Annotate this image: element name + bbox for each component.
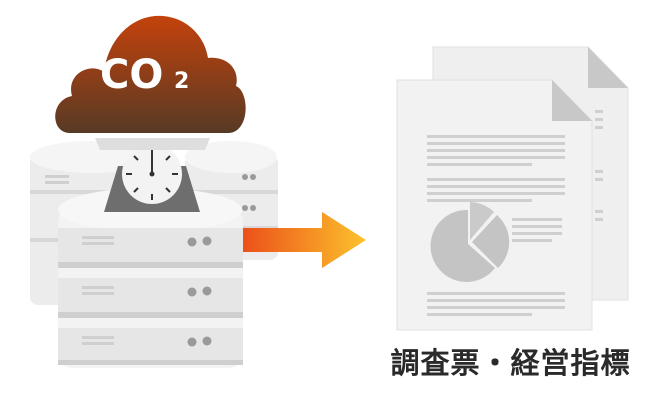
server-stack-front — [58, 188, 243, 368]
caption-survey-management-indicators: 調査票・経営指標 — [390, 346, 631, 380]
arrow-right-icon — [242, 212, 366, 268]
co2-cloud-icon: CO 2 — [55, 15, 246, 133]
co2-label: CO — [100, 52, 163, 98]
pie-chart-icon — [430, 202, 510, 282]
document-text-lines — [427, 135, 565, 316]
document-front — [396, 79, 593, 331]
co2-subscript: 2 — [174, 69, 189, 94]
scale-icon — [95, 138, 210, 212]
